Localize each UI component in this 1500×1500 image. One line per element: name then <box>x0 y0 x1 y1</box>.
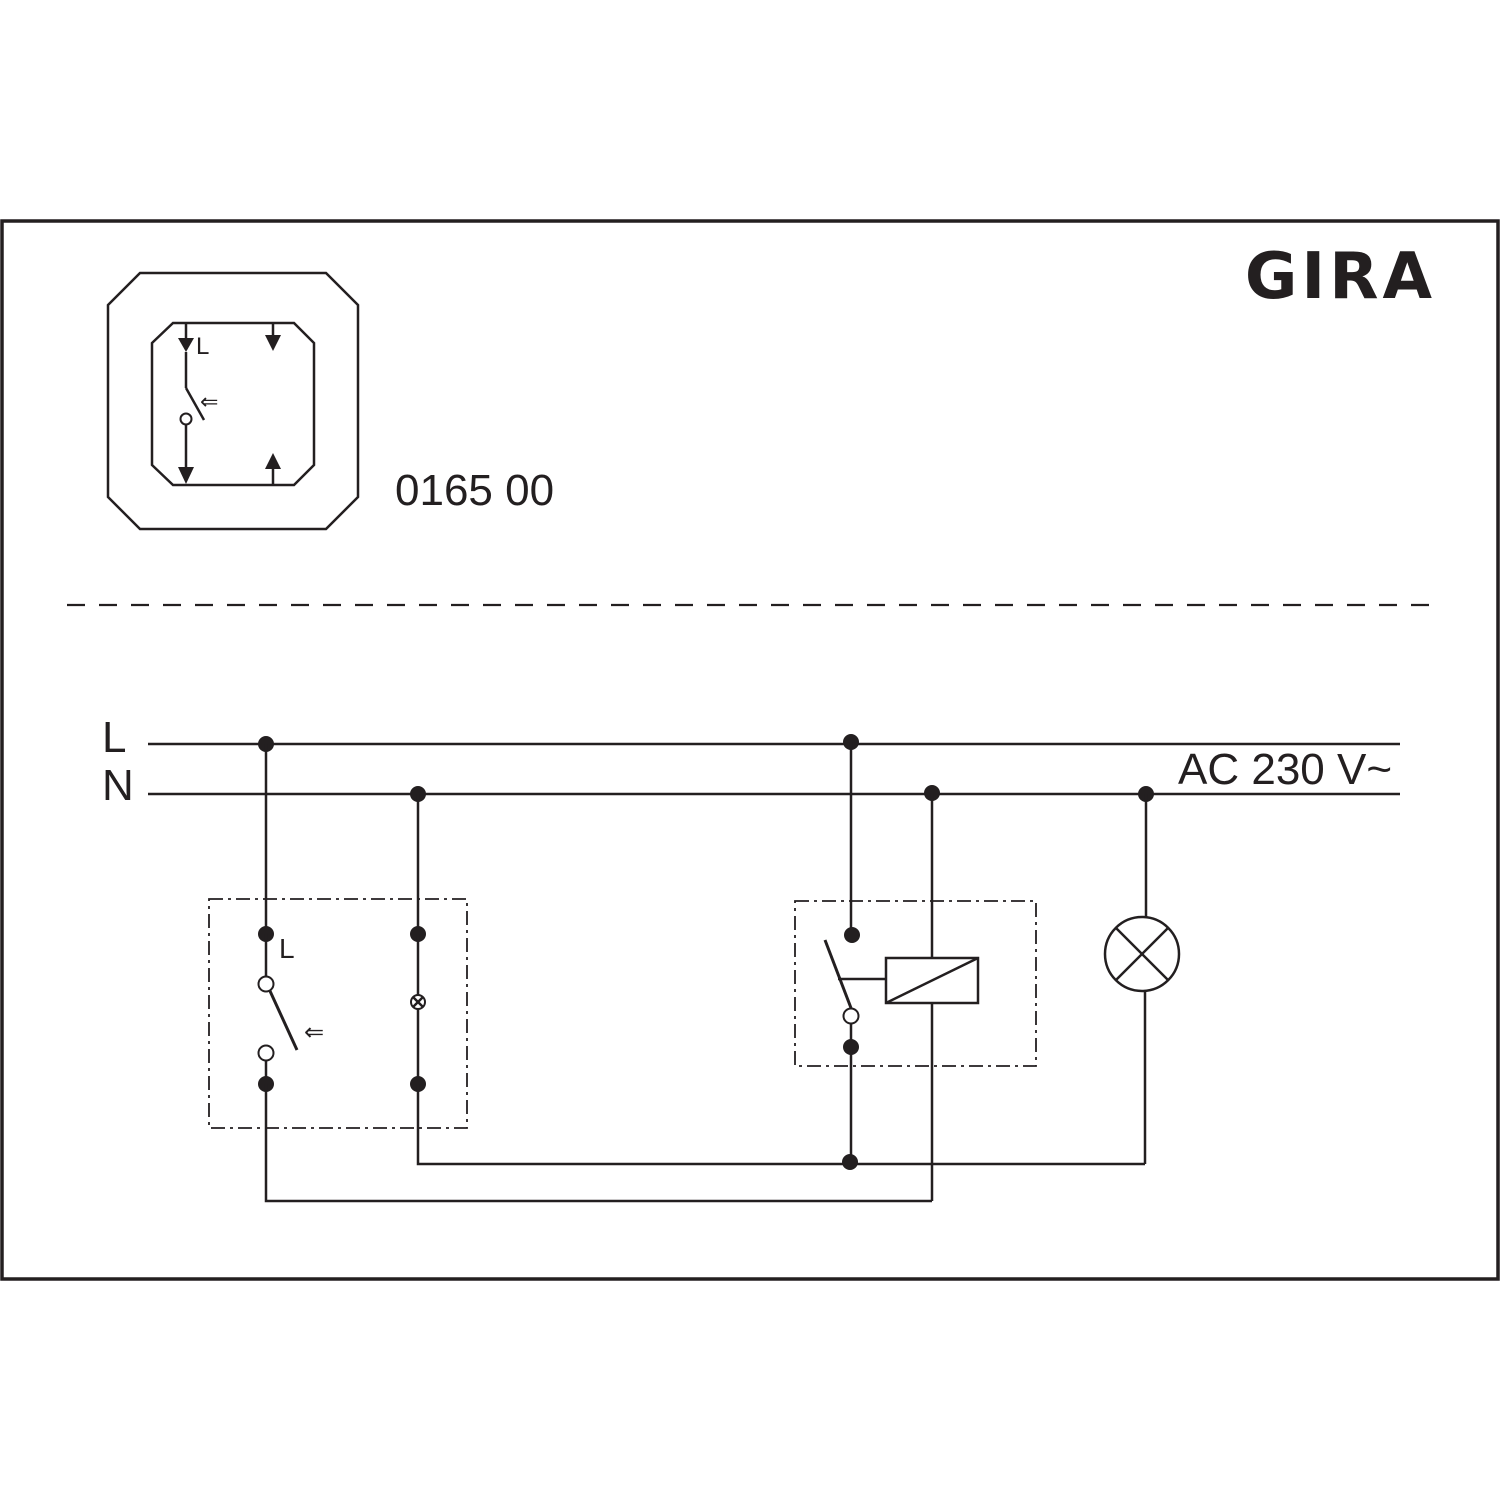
line-label-L: L <box>102 713 126 762</box>
article-number: 0165 00 <box>395 466 554 515</box>
insert-outline <box>150 321 316 487</box>
lamp-return-wire <box>416 1084 1145 1166</box>
contact-ring-icon <box>842 1007 860 1025</box>
arrow-down-icon <box>178 338 194 352</box>
switch-to-coil-wire <box>264 1084 932 1203</box>
relay-box <box>794 900 1037 1067</box>
contact-ring-icon <box>257 975 275 993</box>
load-lamp-icon <box>1103 915 1181 993</box>
junction-dot <box>842 1154 858 1170</box>
pushbutton-insert-box <box>208 898 468 1129</box>
relay-coil-diagonal <box>885 956 979 1005</box>
gira-logo: GIRA <box>1245 240 1436 314</box>
switch-terminal-label: L <box>279 933 295 964</box>
product-symbol-icon: L ⇐ <box>106 271 360 531</box>
sheet-frame <box>0 219 1500 1281</box>
terminal-dot <box>844 927 860 943</box>
icon-arrow-glyph: ⇐ <box>200 389 218 414</box>
icon-terminal-label: L <box>196 333 209 360</box>
switch-arrow-glyph: ⇐ <box>304 1019 324 1046</box>
line-label-N: N <box>102 761 134 810</box>
arrow-up-icon <box>265 453 281 469</box>
cover-frame-outline <box>106 271 360 531</box>
arrow-down-icon <box>265 335 281 351</box>
arrow-down-icon <box>178 467 194 484</box>
relay-contact-blade <box>823 939 853 1009</box>
indicator-lamp-icon <box>410 994 426 1010</box>
switch-blade <box>268 990 299 1051</box>
contact-ring-icon <box>179 412 193 426</box>
contact-ring-icon <box>257 1044 275 1062</box>
supply-voltage-label: AC 230 V~ <box>1178 745 1392 794</box>
